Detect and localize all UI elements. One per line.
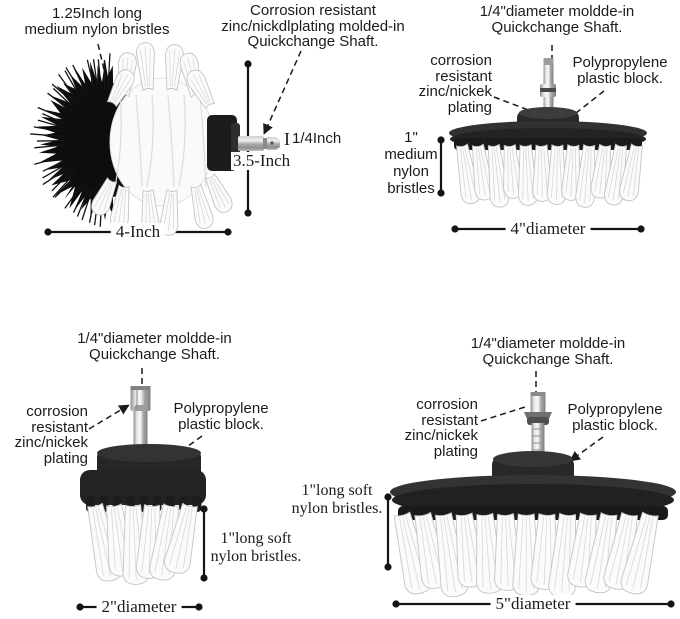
q1-width-label: 4-Inch: [110, 223, 166, 241]
q3-plating-leader: [88, 404, 130, 430]
white-bristle-tufts: [393, 511, 659, 598]
dimension-dot: [244, 60, 252, 68]
q2-block-label: Polypropylene plastic block.: [572, 54, 668, 87]
white-bristles: [91, 42, 233, 238]
dimension-dot: [195, 603, 203, 611]
dimension-dot: [667, 600, 675, 608]
dimension-dot: [392, 600, 400, 608]
q3-bristle-label: 1"long soft nylon bristles.: [210, 530, 302, 565]
q2-diameter-label: 4"diameter: [505, 220, 591, 238]
q1-bristle-label: 1.25Inch long medium nylon bristles: [24, 5, 170, 38]
ball-brush-illustration: [30, 42, 280, 238]
q2-plating-label: corrosion resistant zinc/nickek plating: [418, 52, 492, 116]
plastic-block: [80, 444, 206, 505]
q1-length-label: 3.5-Inch: [231, 151, 293, 170]
dimension-dot: [244, 209, 252, 217]
brush-2in-bristle-dimension: [200, 505, 208, 582]
white-bristle-tufts: [456, 143, 643, 208]
q3-shaft-label: 1/4"diameter moldde-in Quickchange Shaft…: [77, 330, 232, 363]
dimension-dot: [637, 225, 645, 233]
small-brush-2in-illustration: [80, 386, 206, 585]
q4-block-label: Polypropylene plastic block.: [567, 401, 663, 434]
flat-brush-4in-illustration: [449, 58, 647, 208]
shaft: [524, 392, 552, 461]
q3-diameter-label: 2"diameter: [96, 598, 182, 616]
white-bristle-tufts: [87, 502, 198, 585]
dimension-dot: [384, 563, 392, 571]
shaft: [130, 386, 151, 455]
q4-plating-label: corrosion resistant zinc/nickek plating: [404, 396, 478, 460]
q1-shaft-leader: [263, 50, 302, 135]
q1-shaft-label: Corrosion resistant zinc/nickdlplating m…: [221, 2, 405, 50]
ball-brush-shaft: [238, 136, 280, 151]
brush-5in-bristle-dimension: [384, 493, 392, 571]
flat-brush-5in-illustration: [390, 392, 676, 598]
q4-diameter-label: 5"diameter: [490, 595, 576, 613]
dimension-dot: [224, 228, 232, 236]
dimension-dot: [384, 493, 392, 501]
dimension-dot: [451, 225, 459, 233]
dimension-dot: [200, 574, 208, 582]
q4-shaft-label: 1/4"diameter moldde-in Quickchange Shaft…: [470, 335, 626, 368]
q3-plating-label: corrosion resistant zinc/nickek plating: [14, 403, 88, 467]
q4-bristle-label: 1"long soft nylon bristles.: [291, 482, 383, 517]
dimension-dot: [437, 189, 445, 197]
q4-plating-leader: [480, 406, 526, 422]
dimension-dot: [200, 505, 208, 513]
dimension-dot: [437, 136, 445, 144]
dimension-dot: [44, 228, 52, 236]
q1-shaft-diameter-label: I 1/4Inch: [284, 129, 342, 149]
diameter-extent-icon: I: [284, 129, 290, 149]
q2-bristle-label: 1" medium nylon bristles: [384, 129, 438, 197]
q3-block-label: Polypropylene plastic block.: [173, 400, 269, 433]
q1-shaft-diameter-text: 1/4Inch: [292, 130, 342, 148]
brush-4in-bristle-dimension: [437, 136, 445, 197]
dimension-dot: [76, 603, 84, 611]
q2-shaft-label: 1/4"diameter moldde-in Quickchange Shaft…: [479, 3, 635, 36]
q4-block-leader: [569, 436, 604, 462]
